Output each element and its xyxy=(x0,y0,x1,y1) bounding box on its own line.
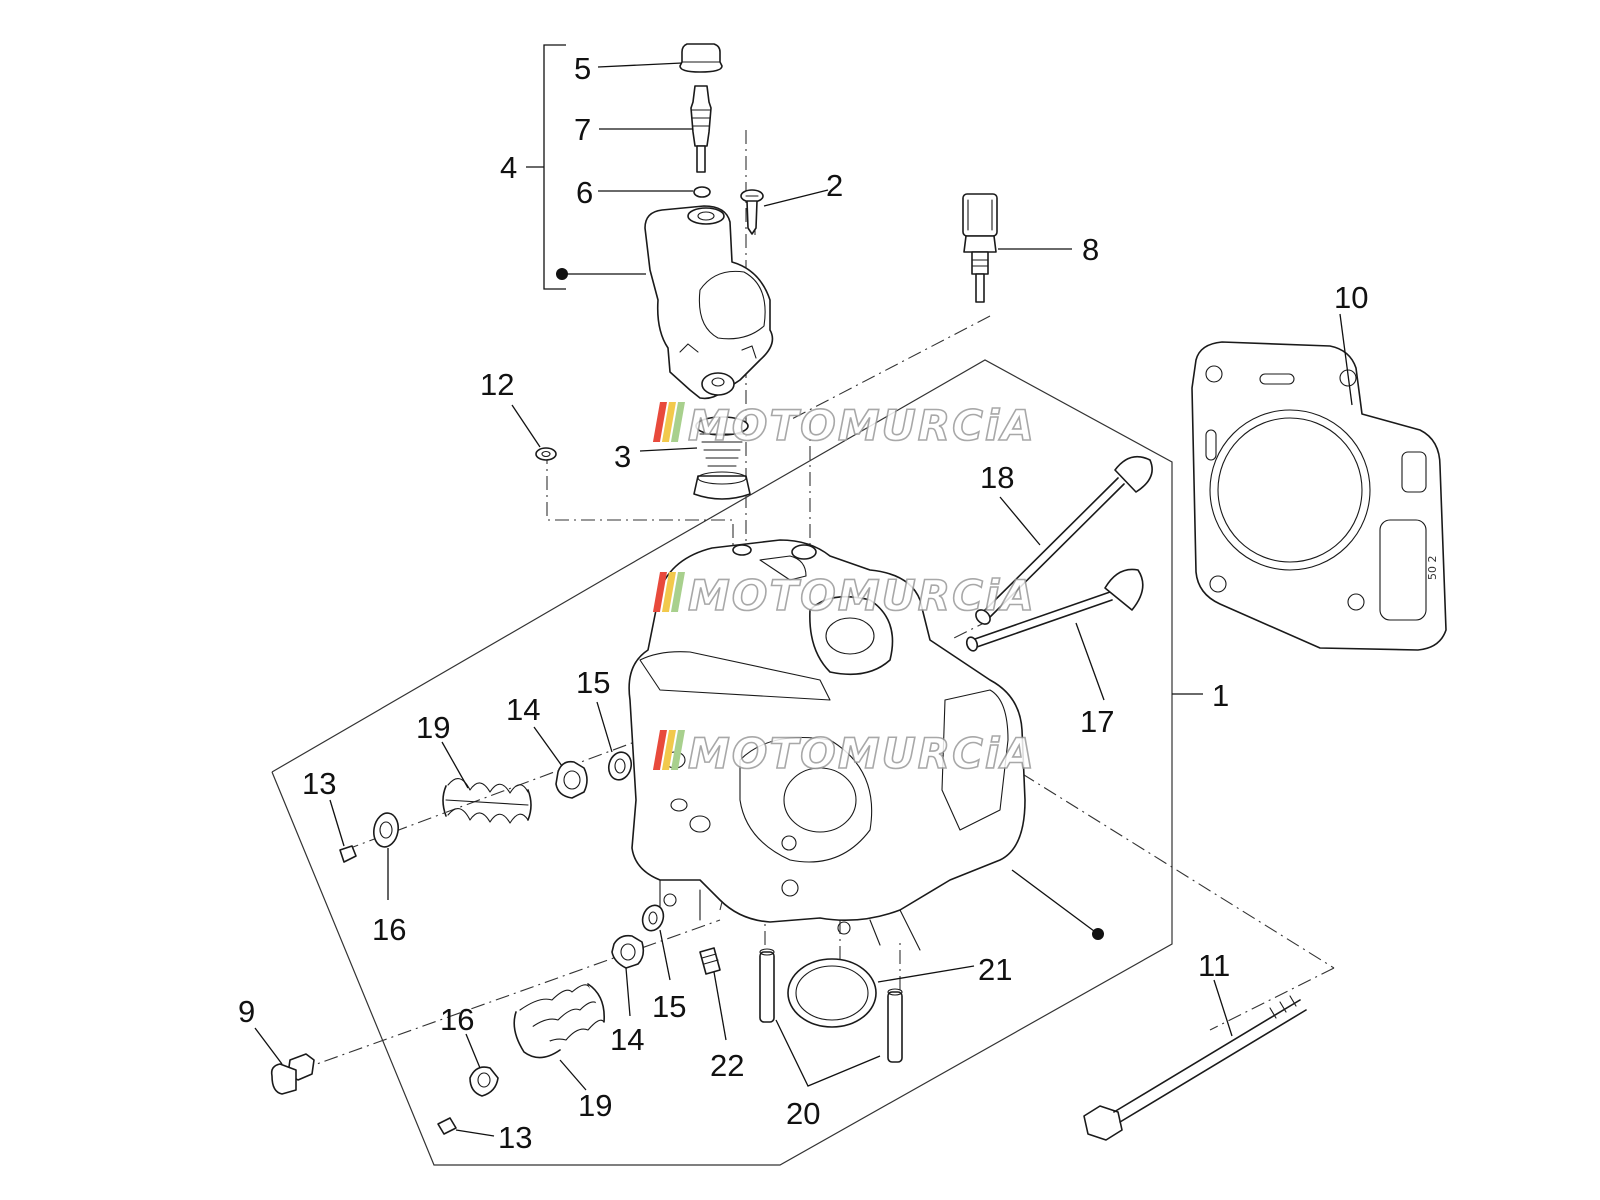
callout-labels: 1 2 3 4 5 6 7 8 9 10 11 12 13 13 14 14 1… xyxy=(238,51,1368,1155)
callout-17: 17 xyxy=(1080,704,1114,739)
callout-19-upper: 19 xyxy=(416,710,450,745)
watermark-text: MOTOMURCiA xyxy=(688,571,1036,620)
callout-12: 12 xyxy=(480,367,514,402)
part-15-seal-lower xyxy=(641,904,671,981)
callout-15-upper: 15 xyxy=(576,665,610,700)
callout-10: 10 xyxy=(1334,280,1368,315)
watermark-3: MOTOMURCiA xyxy=(652,728,1036,779)
watermark-2: MOTOMURCiA xyxy=(652,570,1036,621)
callout-18: 18 xyxy=(980,460,1014,495)
callout-9: 9 xyxy=(238,994,255,1029)
callout-1: 1 xyxy=(1212,678,1229,713)
callout-19-lower: 19 xyxy=(578,1088,612,1123)
part-15-seal-upper xyxy=(596,701,633,781)
callout-13-upper: 13 xyxy=(302,766,336,801)
callout-15-lower: 15 xyxy=(652,989,686,1024)
part-11-long-bolt xyxy=(1083,979,1307,1141)
part-21-sealing-ring xyxy=(787,958,975,1028)
callout-14-lower: 14 xyxy=(610,1022,644,1057)
callout-2: 2 xyxy=(826,168,843,203)
part-22-dowel xyxy=(699,947,727,1041)
watermark-stripe-yellow xyxy=(661,572,676,612)
callout-20: 20 xyxy=(786,1096,820,1131)
watermark-stripe-green xyxy=(670,572,685,612)
part-8-temperature-sensor xyxy=(962,193,1072,303)
callout-16-upper: 16 xyxy=(372,912,406,947)
part-7-bleed-screw xyxy=(599,85,712,173)
gasket-marking: 50 2 xyxy=(1426,556,1439,581)
watermark-stripe-red xyxy=(652,402,667,442)
watermark-text: MOTOMURCiA xyxy=(688,401,1036,450)
group-4-bracket xyxy=(526,44,566,290)
callout-22: 22 xyxy=(710,1048,744,1083)
callout-3: 3 xyxy=(614,439,631,474)
callout-13-lower: 13 xyxy=(498,1120,532,1155)
watermark-stripe-yellow xyxy=(661,402,676,442)
part-3-thermostat xyxy=(639,416,751,500)
callout-21: 21 xyxy=(978,952,1012,987)
part-14-seal-lower xyxy=(611,934,645,1017)
part-13-collet-lower xyxy=(437,1117,495,1137)
part-19-spring-upper xyxy=(441,741,532,824)
callout-7: 7 xyxy=(574,112,591,147)
part-6-o-ring xyxy=(598,186,711,198)
callout-16-lower: 16 xyxy=(440,1002,474,1037)
callout-5: 5 xyxy=(574,51,591,86)
part-4-thermostat-housing xyxy=(556,205,774,400)
callout-11: 11 xyxy=(1198,948,1230,983)
part-10-head-gasket: 50 2 xyxy=(1191,313,1447,651)
callout-4: 4 xyxy=(500,150,517,185)
callout-8: 8 xyxy=(1082,232,1099,267)
watermark-text: MOTOMURCiA xyxy=(688,729,1036,778)
part-16-retainer-upper xyxy=(373,812,399,900)
callout-14-upper: 14 xyxy=(506,692,540,727)
assembly-frame xyxy=(271,359,1203,1166)
watermark-stripe-red xyxy=(652,572,667,612)
part-17-valve xyxy=(965,568,1144,701)
part-20-studs xyxy=(759,948,903,1087)
part-9-plug xyxy=(254,1027,315,1095)
part-18-valve xyxy=(975,455,1153,625)
callout-6: 6 xyxy=(576,175,593,210)
part-16-retainer-lower xyxy=(465,1033,499,1097)
part-2-screw xyxy=(740,189,829,235)
part-13-collet-upper xyxy=(329,799,357,863)
watermark-stripe-red xyxy=(652,730,667,770)
watermark-1: MOTOMURCiA xyxy=(652,400,1036,451)
part-12-washer xyxy=(511,404,557,461)
part-1-cylinder-head xyxy=(628,539,1104,951)
watermark-stripe-yellow xyxy=(661,730,676,770)
part-14-seal-upper xyxy=(533,726,588,799)
part-5-cap xyxy=(597,43,723,73)
part-19-spring-lower xyxy=(513,983,605,1091)
watermark-stripe-green xyxy=(670,402,685,442)
watermark-stripe-green xyxy=(670,730,685,770)
